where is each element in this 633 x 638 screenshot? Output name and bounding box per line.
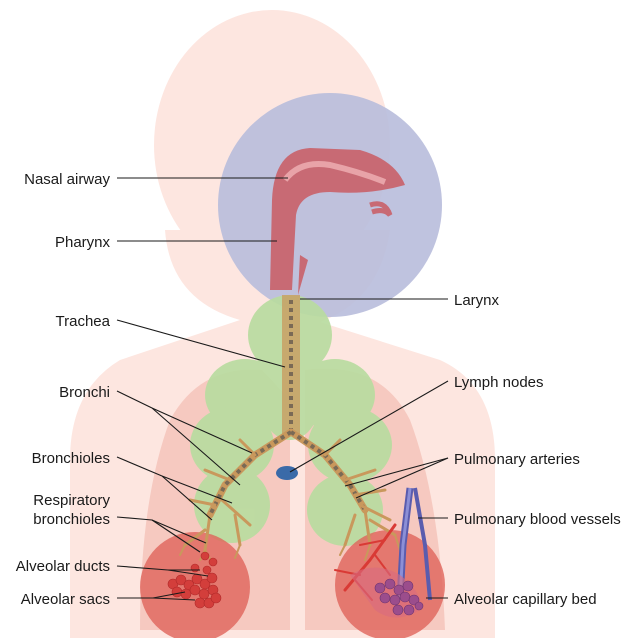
label-trachea: Trachea (56, 313, 111, 330)
lymph-node (276, 466, 298, 480)
label-pulmonary-arteries: Pulmonary arteries (454, 451, 580, 468)
label-respiratory-bronchioles-line2: bronchioles (33, 511, 110, 528)
label-nasal-airway: Nasal airway (24, 171, 110, 188)
label-lymph-nodes: Lymph nodes (454, 374, 544, 391)
label-pharynx: Pharynx (55, 234, 111, 251)
label-alveolar-ducts: Alveolar ducts (16, 558, 110, 575)
label-respiratory-bronchioles-line1: Respiratory (33, 492, 110, 509)
trachea (282, 295, 300, 435)
head-airway-region (218, 93, 442, 317)
label-alveolar-capillary-bed: Alveolar capillary bed (454, 591, 597, 608)
label-alveolar-sacs: Alveolar sacs (21, 591, 110, 608)
label-pulmonary-blood-vessels: Pulmonary blood vessels (454, 511, 621, 528)
label-bronchi: Bronchi (59, 384, 110, 401)
label-larynx: Larynx (454, 292, 500, 309)
label-bronchioles: Bronchioles (32, 450, 110, 467)
